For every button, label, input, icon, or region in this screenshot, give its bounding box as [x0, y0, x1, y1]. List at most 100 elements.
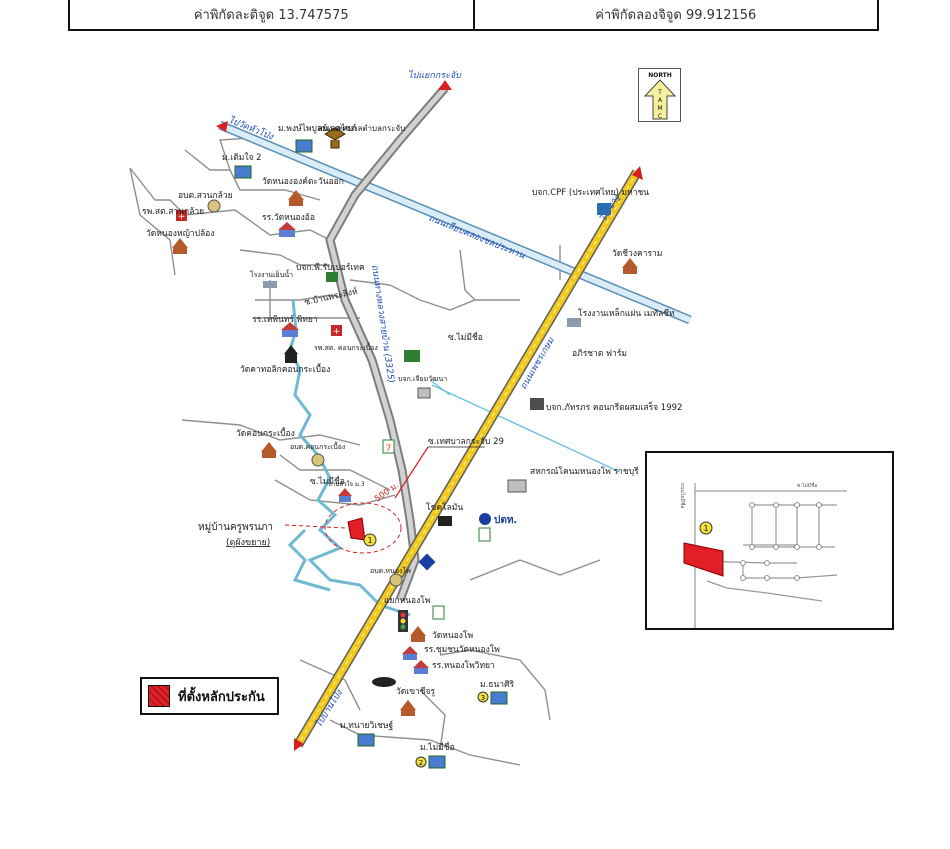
government-icon: [389, 573, 403, 587]
label-cpf: บจก.CPF (ประเทศไทย) มหาชน: [532, 187, 649, 198]
label-m-thanayi: ม.ทนายวิเชษฐ์: [340, 720, 394, 731]
river: [287, 299, 411, 617]
plot-shape: [347, 517, 366, 541]
marker-3-icon: [477, 691, 489, 703]
village-sub-label: (ดูผังขยาย): [226, 538, 270, 548]
school-icon: [402, 646, 418, 654]
collateral-plot: 1 หมู่บ้านครูพรนภา (ดูผังขยาย): [198, 502, 402, 554]
label-wat-khao: วัดเขาชีจรู: [396, 686, 436, 697]
store-711-icon: [382, 439, 395, 454]
hospital-icon: [331, 325, 342, 336]
inset-plot-number: 1: [703, 524, 708, 533]
building-icon: [357, 733, 375, 747]
logo-icon: [372, 677, 396, 687]
temple-icon: [261, 442, 277, 452]
arrow-west-icon: [216, 121, 228, 132]
school-icon: [281, 322, 299, 330]
legend-label: ที่ตั้งหลักประกัน: [178, 689, 265, 705]
label-apirat-farm: อภิรชาต ฟาร์ม: [572, 348, 627, 359]
church-icon: [284, 345, 298, 354]
label-rr-nong-or: รร.วัดหนองอ้อ: [262, 212, 315, 223]
label-rph-khon: รพ.สต. คอนกระเบื้อง: [314, 341, 378, 352]
soi-label-tesaban: ซ.เทศบาลกระจับ 29: [428, 437, 504, 447]
ptt-label: ปตท.: [494, 514, 517, 526]
marker-2-icon: [415, 756, 427, 768]
label-wat-nong-ya: วัดหนองหญ้าปล้อง: [146, 228, 214, 239]
hospital-icon: [176, 210, 187, 221]
inset-map: 1 ซ.ไม่มีชื่อ ถนนไม่มีชื่อ: [645, 451, 894, 630]
label-church: วัดคาทอลิกคอนกระเบื้อง: [240, 363, 330, 375]
school-icon: [278, 222, 296, 230]
label-lotus: โชคโลมัน: [426, 502, 463, 513]
school-icon: [338, 488, 352, 496]
arrow-north-icon: [438, 80, 452, 90]
legend-swatch: [148, 685, 170, 707]
label-wat-nong-pho: วัดหนองโพ: [432, 630, 473, 641]
phetkasem-highway: ถนนเพชรเกษม: [293, 169, 642, 748]
factory-icon: [530, 398, 544, 410]
north-arrow-box: NORTH T A M C: [638, 68, 681, 122]
svg-text:+: +: [333, 327, 341, 337]
label-bjk-jiam: บจก.เจียมวัฒนา: [398, 375, 447, 383]
label-obt-khon: อบต.คอนกระเบื้อง: [290, 440, 345, 451]
label-sahakorn: สหกรณ์โคนมหนองโพ ราชบุรี: [530, 466, 639, 477]
factory-icon: [567, 318, 581, 327]
direction-to-krajab: ไปแยกกระจับ: [408, 69, 462, 81]
north-letter-a: A: [658, 97, 663, 104]
svg-text:+: +: [178, 212, 186, 222]
label-obt-suan-kluai: อบต.สวนกล้วย: [178, 190, 233, 201]
bank-icon: [418, 553, 436, 571]
label-m-temjai: ม.เติมใจ 2: [222, 152, 262, 163]
building-icon: [295, 139, 313, 153]
label-bjk-rubber: บจก.พี.รับเบอร์เทค: [296, 262, 365, 273]
label-junction: แยกหนองโพ: [384, 595, 430, 606]
minor-roads: [129, 137, 601, 766]
coordinates-table: ค่าพิกัดละติจูด 13.747575 ค่าพิกัดลองจิจ…: [68, 0, 879, 31]
store-711-icon: [432, 605, 445, 620]
government-icon: [207, 199, 221, 213]
store-icon: [438, 516, 452, 526]
temple-icon: [622, 258, 638, 268]
north-label: NORTH: [648, 72, 672, 79]
arrow-northeast-icon: [632, 166, 643, 180]
marker-3-number: 3: [481, 694, 485, 702]
ptt-icon: [479, 513, 491, 525]
factory-icon: [404, 350, 420, 362]
soi-pointer: [394, 446, 429, 499]
label-wat-nong-ong: วัดหนององค์ตะวันออก: [262, 176, 344, 187]
label-m-mai: ม.ไม่มีชื่อ: [420, 741, 455, 753]
factory-icon: [326, 272, 338, 282]
label-tesaban-1: สนง.เทศบาลตำบลกระจับ: [318, 124, 405, 133]
north-letter-m: M: [657, 105, 662, 112]
building-icon: [490, 691, 508, 705]
village-label: หมู่บ้านครูพรนภา: [198, 521, 273, 533]
label-bjk-pattra: บจก.ภัทรภร คอนกรีตผสมเสร็จ 1992: [546, 401, 682, 413]
label-m-thanasiri: ม.ธนาศิริ: [480, 680, 514, 690]
label-rph-suan-kluai: รพ.สต.สวนกล้วย: [142, 206, 204, 217]
government-icon: [311, 453, 325, 467]
latitude-cell: ค่าพิกัดละติจูด 13.747575: [193, 8, 349, 23]
store-711-text: 7: [386, 444, 392, 454]
seal-icon: [324, 127, 346, 149]
temple-icon: [172, 238, 188, 248]
soi-label-1: ซ.ไม่มีชื่อ: [448, 331, 483, 343]
plot-marker-number: 1: [367, 536, 372, 545]
soi-label-2: ซ.ไม่มีชื่อ: [310, 475, 345, 487]
building-icon: [428, 755, 446, 769]
north-letter-t: T: [657, 89, 662, 96]
canal-road-label: ถนนเลียบคลองชลประทาน: [427, 213, 527, 262]
inset-road-label: ซ.ไม่มีชื่อ: [797, 482, 818, 489]
label-m-phongphai: ม.พงษ์ไพบูลย์เลคไซด์: [278, 123, 357, 134]
inset-plot: [683, 542, 724, 577]
label-factory-ice: โรงงานเย็นน้ำ: [250, 268, 293, 279]
label-steel-factory: โรงงานเหล็กแผ่น เมทัลชีท: [578, 307, 675, 319]
factory-icon: [597, 203, 611, 215]
factory-icon: [263, 281, 277, 288]
label-rr-nong-pho-wit: รร.หนองโพวิทยา: [432, 660, 495, 671]
building-icon: [234, 165, 252, 179]
temple-icon: [410, 626, 426, 636]
label-rr-chumchon: รร.ชุมชนวัดหนองโพ: [424, 644, 500, 655]
north-arrow-icon: NORTH T A M C: [643, 72, 677, 120]
marker-2-number: 2: [419, 759, 423, 767]
